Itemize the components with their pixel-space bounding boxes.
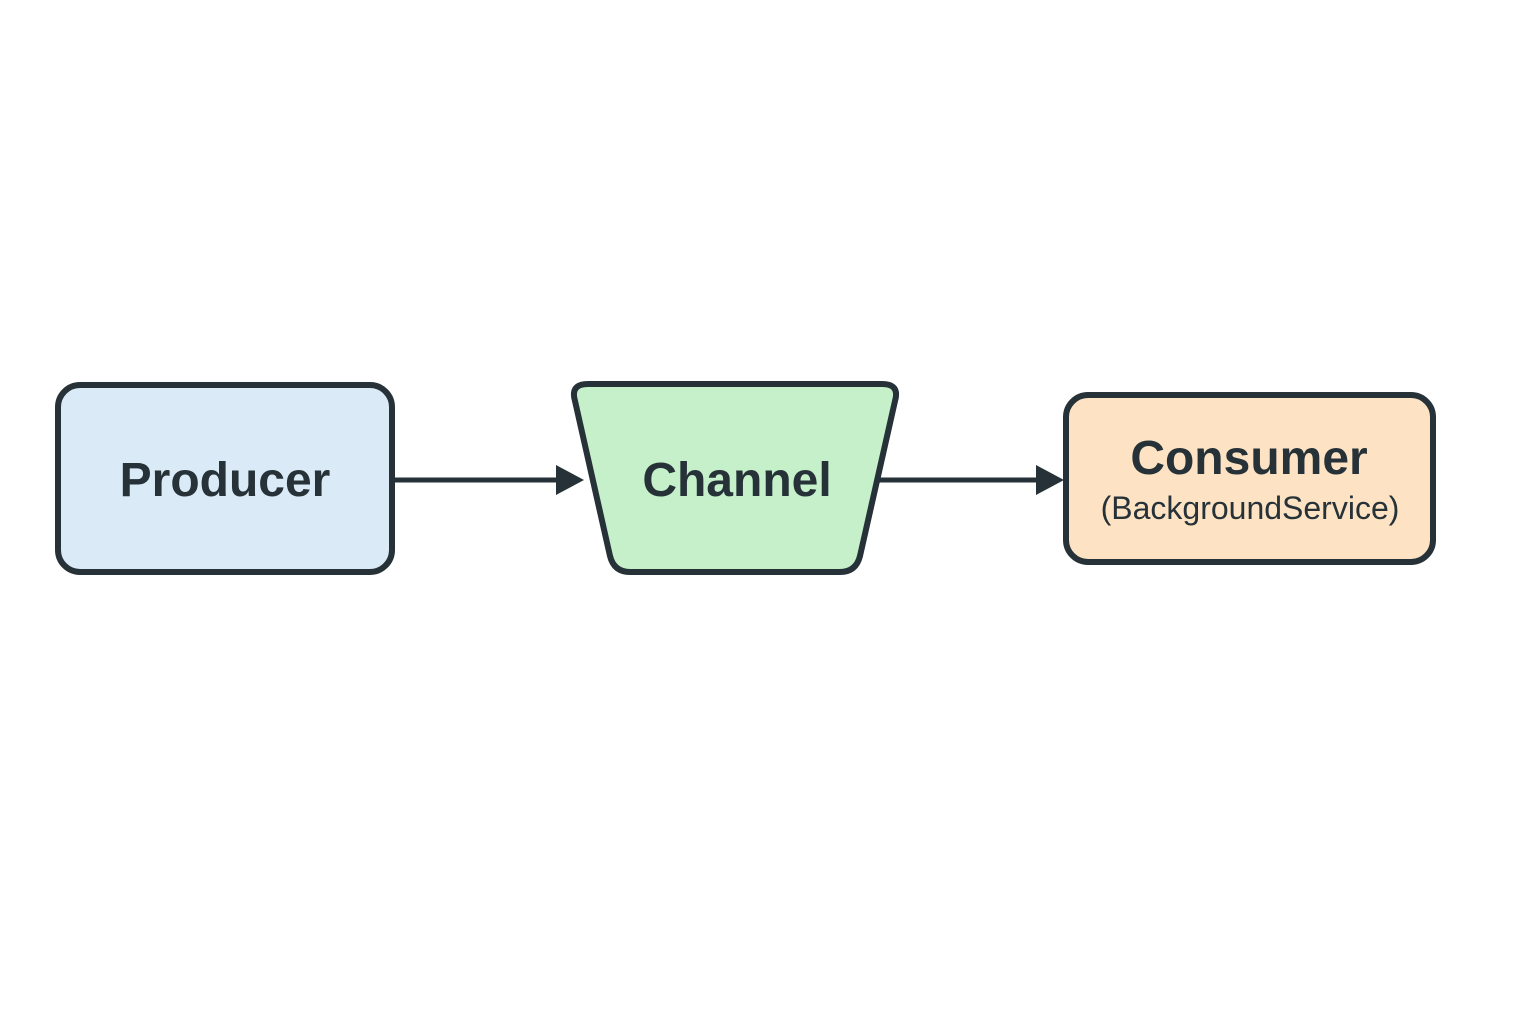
producer-box xyxy=(55,382,395,575)
channel-box xyxy=(570,381,900,575)
channel-node: Channel xyxy=(570,381,900,575)
arrowhead-icon xyxy=(556,465,584,495)
consumer-node: Consumer (BackgroundService) xyxy=(1063,392,1436,565)
arrowhead-icon xyxy=(1036,465,1064,495)
channel-label: Channel xyxy=(642,454,831,507)
consumer-label: Consumer xyxy=(1130,432,1367,485)
edge-channel-to-consumer xyxy=(876,465,1064,495)
consumer-sublabel: (BackgroundService) xyxy=(1101,490,1400,526)
consumer-box xyxy=(1063,392,1436,565)
producer-node: Producer xyxy=(55,382,395,575)
edge-producer-to-channel xyxy=(394,465,584,495)
producer-label: Producer xyxy=(120,454,331,507)
